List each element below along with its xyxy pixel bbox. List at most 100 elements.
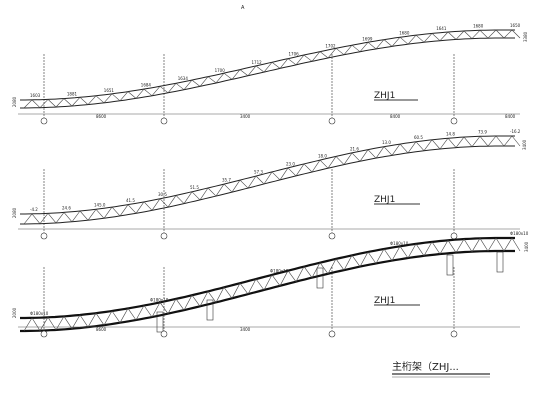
- truss-web: [127, 308, 137, 321]
- truss-web: [151, 86, 161, 96]
- truss-web: [271, 171, 281, 181]
- axis-markers: [40, 169, 458, 240]
- member-label: 1712: [252, 60, 263, 65]
- truss-web: [367, 251, 377, 264]
- member-label: 57.3: [254, 170, 263, 175]
- member-label: 30.5: [158, 192, 167, 197]
- truss-web: [399, 143, 409, 154]
- truss-web: [311, 159, 321, 173]
- dimension-text: 8400: [390, 114, 401, 119]
- truss-web: [511, 237, 521, 252]
- member-label: 14.8: [446, 131, 455, 136]
- axis-bubble: [160, 330, 168, 338]
- member-label: -4.2: [30, 207, 38, 212]
- member-label: 1634: [178, 76, 189, 81]
- truss-web: [279, 270, 289, 286]
- truss-web: [159, 302, 169, 314]
- truss-web: [95, 313, 105, 326]
- truss-web: [47, 99, 57, 108]
- truss-web: [279, 167, 289, 181]
- member-label: 1881: [67, 91, 78, 96]
- axis-bubble: [450, 232, 458, 240]
- member-label: 51.5: [190, 185, 199, 190]
- truss-web: [407, 35, 417, 45]
- support-column: [496, 251, 504, 273]
- member-label: 1700: [215, 68, 226, 73]
- truss-web: [31, 213, 41, 224]
- truss-web: [95, 209, 105, 219]
- truss-web: [439, 138, 449, 150]
- truss-web: [63, 212, 73, 222]
- truss-web: [127, 91, 137, 99]
- dimension-text: 3400: [240, 114, 251, 119]
- dimension-text: 8400: [505, 114, 516, 119]
- truss-web: [479, 238, 489, 252]
- truss-web: [287, 58, 297, 66]
- truss-web: [231, 69, 241, 80]
- member-label: 24.6: [62, 206, 71, 211]
- truss-web: [407, 243, 417, 259]
- truss-web: [311, 51, 321, 62]
- member-label: 1650: [510, 23, 521, 28]
- truss-web: [175, 83, 185, 90]
- truss-web: [87, 95, 97, 105]
- truss-web: [119, 308, 129, 323]
- truss-web: [31, 317, 41, 331]
- truss-web: [247, 175, 257, 189]
- truss-web: [247, 278, 257, 295]
- truss-web: [455, 238, 465, 253]
- truss-web: [47, 213, 57, 224]
- truss-web: [367, 149, 377, 159]
- truss-web: [135, 201, 145, 214]
- member-label: 35.7: [222, 178, 231, 183]
- truss-web: [359, 251, 369, 267]
- truss-webs: [23, 237, 521, 332]
- truss-top-chord: [20, 135, 515, 215]
- member-label: -16.2: [510, 129, 521, 134]
- truss-web: [159, 86, 169, 94]
- truss-web: [111, 310, 121, 323]
- truss-web: [295, 54, 305, 65]
- member-label: 1684: [141, 83, 152, 88]
- truss-web: [351, 255, 361, 267]
- truss-web: [383, 39, 393, 47]
- left-dimension: 2080: [12, 207, 17, 218]
- member-label: Φ180x10: [510, 231, 529, 236]
- member-label: 1680: [473, 24, 484, 29]
- axis-bubble: [160, 232, 168, 240]
- truss-web: [175, 195, 185, 204]
- view-title: ZHJ1: [374, 195, 395, 205]
- truss-web: [103, 93, 113, 103]
- truss-web: [199, 291, 209, 307]
- member-label: 73.9: [478, 129, 487, 134]
- left-dimension: 2000: [12, 307, 17, 318]
- axis-bubble: [40, 232, 48, 240]
- truss-web: [119, 204, 129, 217]
- truss-web: [375, 146, 385, 159]
- truss-web: [55, 212, 65, 224]
- truss-web: [55, 98, 65, 108]
- dimension-text: 8600: [96, 114, 107, 119]
- truss-web: [343, 45, 353, 55]
- truss-web: [143, 305, 153, 318]
- truss-web: [79, 210, 89, 221]
- member-label: 1699: [362, 36, 373, 41]
- truss-web: [495, 237, 505, 252]
- truss-web: [351, 44, 361, 52]
- truss-web: [151, 302, 161, 318]
- truss-web: [463, 238, 473, 252]
- truss-web: [423, 241, 433, 256]
- truss-web: [295, 163, 305, 177]
- truss-web: [95, 95, 105, 104]
- truss-web: [223, 72, 233, 80]
- truss-web: [415, 141, 425, 151]
- truss-web: [103, 310, 113, 326]
- right-dimension: 3400: [522, 139, 527, 150]
- truss-web: [343, 255, 353, 271]
- member-label: 1702: [325, 44, 336, 49]
